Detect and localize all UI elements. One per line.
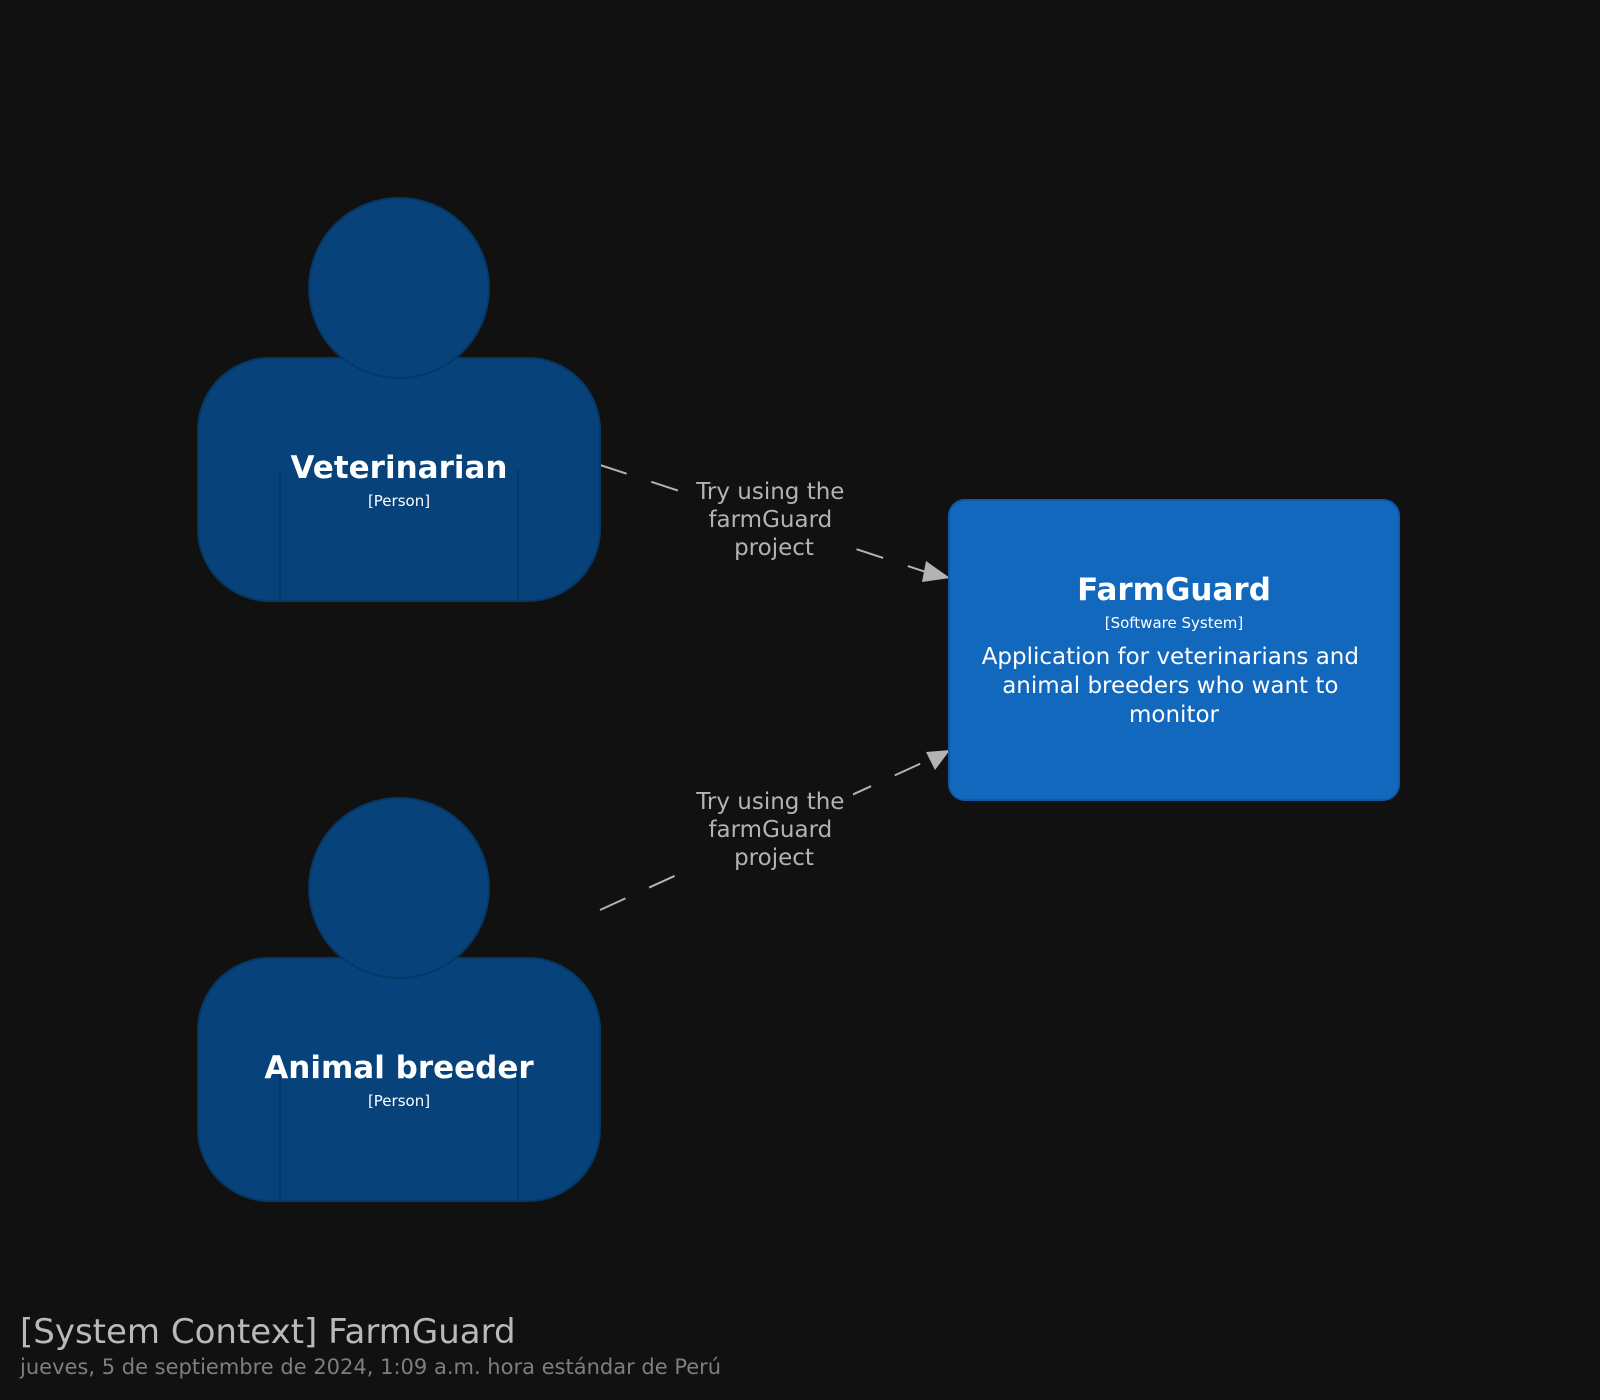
system-type: [Software System] [1105, 614, 1244, 632]
system-description-line: Application for veterinarians and [982, 644, 1359, 670]
relationship-veterinarian-farmguard[interactable]: Try using the farmGuard project [599, 464, 950, 582]
system-name: FarmGuard [1077, 572, 1271, 608]
relationship-label-line: Try using the [695, 789, 844, 815]
diagram-footer: [System Context] FarmGuard jueves, 5 de … [20, 1312, 721, 1382]
arrowhead-icon [922, 561, 950, 582]
relationship-label-background [695, 472, 853, 564]
person-head [308, 197, 490, 379]
relationship-label-background [695, 782, 853, 874]
relationship-label: Try using the farmGuard project [695, 789, 852, 871]
arrowhead-icon [926, 750, 950, 770]
relationship-label-line: farmGuard [708, 507, 832, 533]
system-description-line: animal breeders who want to [1002, 673, 1338, 699]
relationship-animal-breeder-farmguard[interactable]: Try using the farmGuard project [599, 750, 950, 911]
person-head [308, 797, 490, 979]
person-name: Animal breeder [264, 1050, 534, 1086]
diagram-timestamp: jueves, 5 de septiembre de 2024, 1:09 a.… [20, 1355, 722, 1379]
person-type: [Person] [368, 492, 430, 510]
software-system-farmguard[interactable]: FarmGuard [Software System] Application … [948, 499, 1400, 801]
person-type: [Person] [368, 1092, 430, 1110]
person-name: Veterinarian [291, 450, 508, 486]
system-description-line: monitor [1129, 702, 1220, 728]
relationship-label-line: project [734, 535, 814, 561]
diagram-title: [System Context] FarmGuard [20, 1312, 516, 1352]
system-description: Application for veterinarians and animal… [982, 644, 1367, 728]
relationship-label-line: Try using the [695, 479, 844, 505]
relationship-label-line: project [734, 845, 814, 871]
software-system-box [948, 499, 1400, 801]
person-animal-breeder[interactable]: Animal breeder [Person] [197, 797, 601, 1202]
person-veterinarian[interactable]: Veterinarian [Person] [197, 197, 601, 602]
relationship-label-line: farmGuard [708, 817, 832, 843]
relationship-label: Try using the farmGuard project [695, 479, 852, 561]
